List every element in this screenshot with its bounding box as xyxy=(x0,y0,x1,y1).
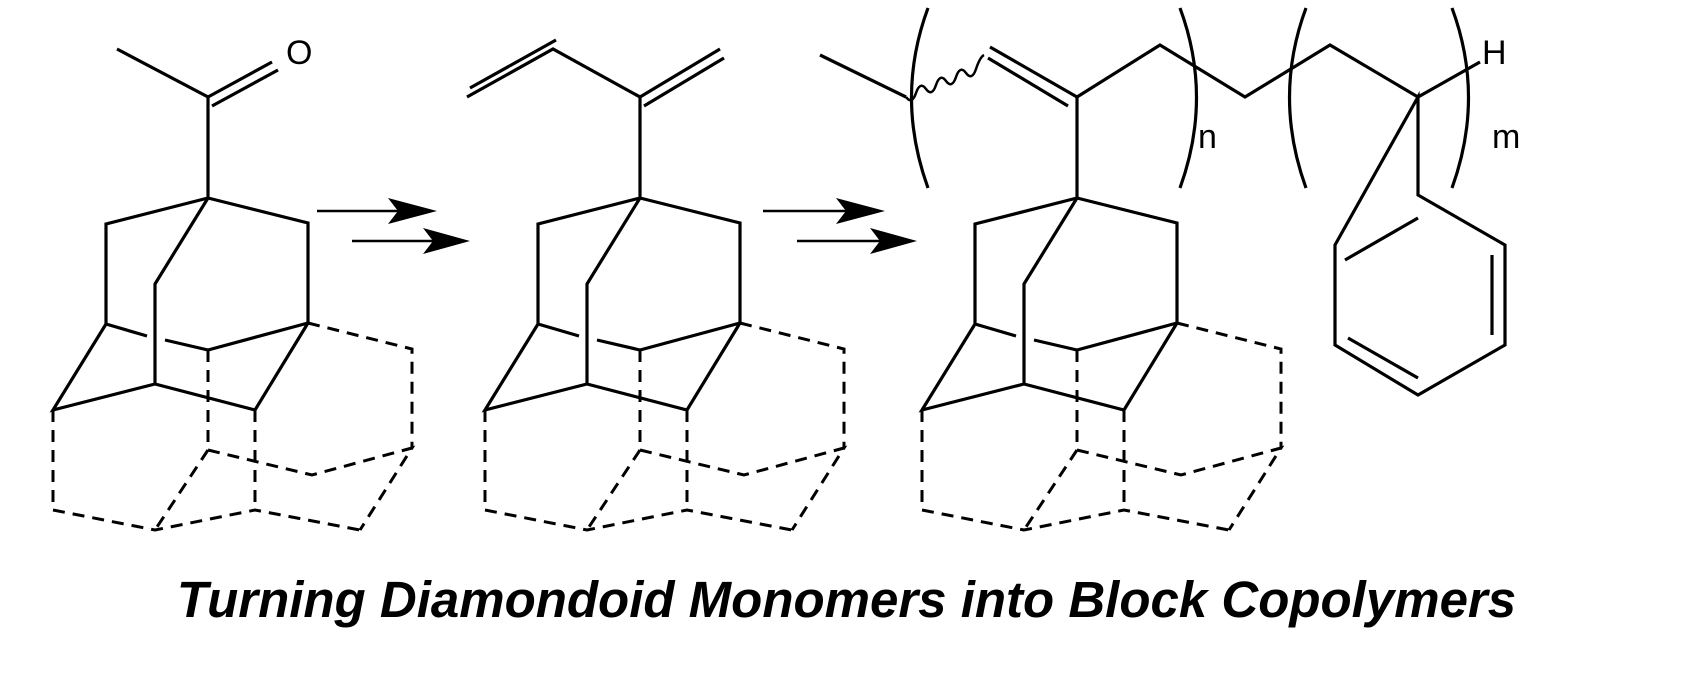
subscript-m: m xyxy=(1492,118,1520,156)
subscript-n: n xyxy=(1198,118,1217,156)
bracket-open-n xyxy=(909,7,930,189)
molecule-diene-diamondoid xyxy=(466,38,846,532)
bracket-close-m xyxy=(1450,7,1471,189)
bracket-open-m xyxy=(1287,7,1308,189)
double-bond xyxy=(987,45,1078,108)
diamondoid-cage xyxy=(51,196,414,532)
diamondoid-cage xyxy=(920,196,1283,532)
wavy-bond xyxy=(905,53,985,102)
reaction-arrows-1 xyxy=(317,198,470,254)
oxygen-label: O xyxy=(286,34,312,72)
molecule-block-copolymer: n m H xyxy=(819,7,1520,532)
polymer-backbone xyxy=(1076,43,1481,99)
diamondoid-cage xyxy=(483,196,846,532)
arrow-head xyxy=(423,228,470,254)
reaction-arrows-2 xyxy=(763,198,917,254)
arrow-head xyxy=(388,198,437,224)
phenyl-ring xyxy=(1333,90,1507,397)
end-group-bond xyxy=(819,53,907,99)
molecule-acetyl-diamondoid: O xyxy=(51,34,414,532)
acetyl-group xyxy=(116,47,279,198)
arrow-head xyxy=(870,228,917,254)
arrow-head xyxy=(836,198,885,224)
figure-title: Turning Diamondoid Monomers into Block C… xyxy=(176,571,1517,628)
hydrogen-label: H xyxy=(1482,34,1507,72)
bracket-close-n xyxy=(1178,7,1199,189)
diene-group xyxy=(466,38,725,198)
